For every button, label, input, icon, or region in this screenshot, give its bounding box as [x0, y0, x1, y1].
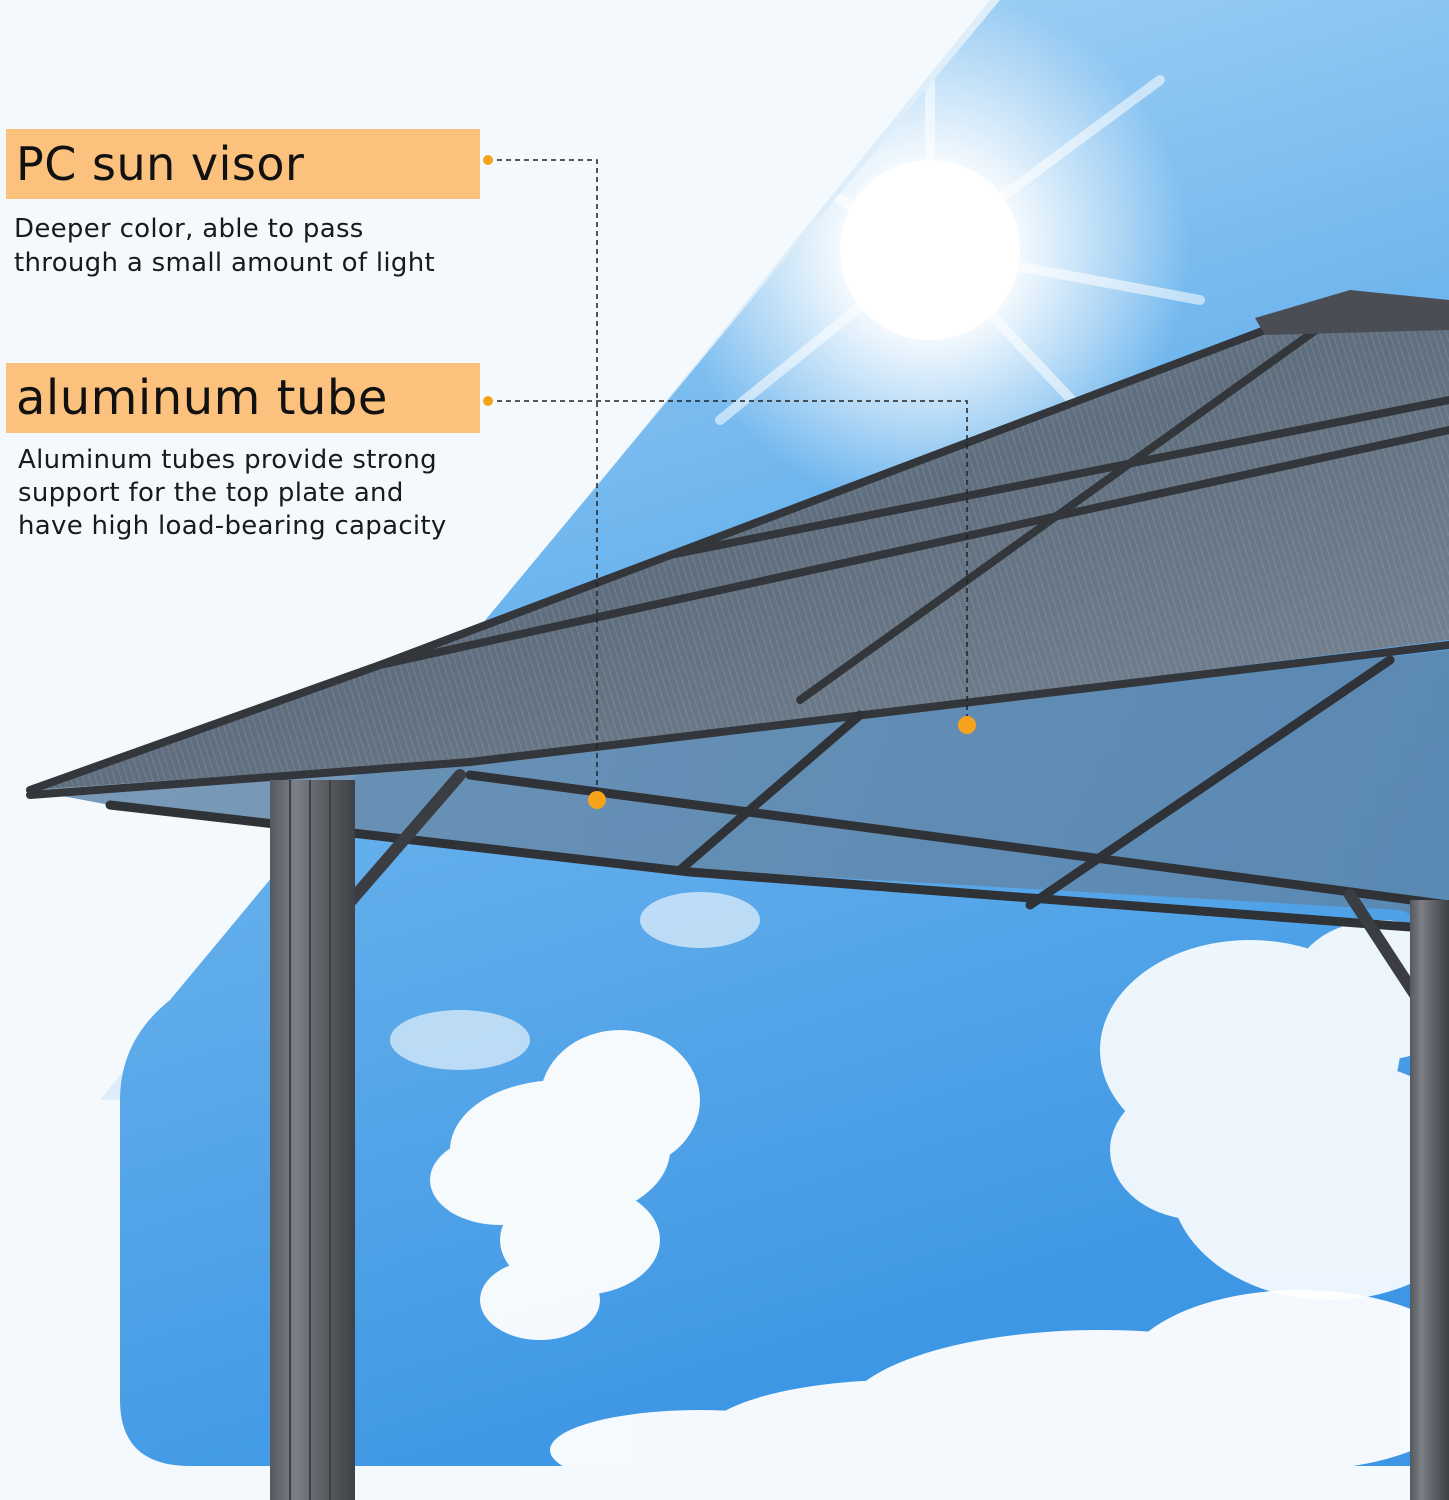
description-line: Deeper color, able to pass: [14, 214, 364, 244]
callout-dots: [483, 155, 976, 809]
callout-dot-icon: [483, 155, 493, 165]
gazebo-post-left: [270, 780, 355, 1500]
label-bar-visor-bg: [6, 129, 480, 199]
callout-dot-icon: [483, 396, 493, 406]
gazebo-roof: [26, 290, 1449, 1016]
label-bar-tube-bg: [6, 363, 480, 433]
callout-lines: [488, 159, 968, 798]
description-line: through a small amount of light: [14, 248, 435, 278]
feature-description-aluminum-tube: Aluminum tubes provide strong support fo…: [18, 444, 498, 543]
callout-dot-icon: [958, 716, 976, 734]
description-line: have high load-bearing capacity: [18, 511, 447, 541]
gazebo-post-right: [1410, 900, 1449, 1500]
description-line: support for the top plate and: [18, 478, 404, 508]
callout-dot-icon: [588, 791, 606, 809]
description-line: Aluminum tubes provide strong: [18, 445, 437, 475]
feature-description-pc-sun-visor: Deeper color, able to pass through a sma…: [14, 212, 494, 280]
post-grooves: [289, 780, 331, 1500]
feature-title-pc-sun-visor: PC sun visor: [16, 137, 305, 191]
feature-title-aluminum-tube: aluminum tube: [16, 370, 388, 426]
clouds: [390, 892, 1449, 1466]
